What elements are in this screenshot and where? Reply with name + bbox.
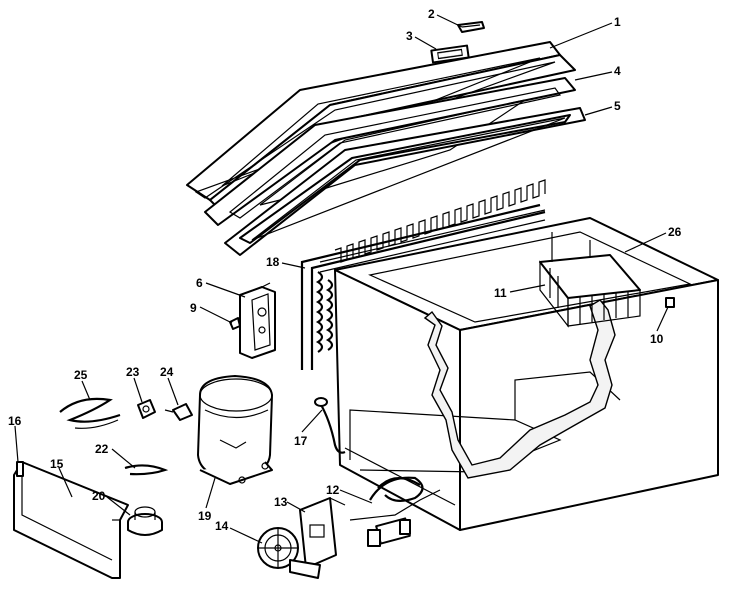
label-10: 10 bbox=[650, 332, 664, 346]
label-16: 16 bbox=[8, 414, 22, 428]
label-22: 22 bbox=[95, 442, 109, 456]
thermostat-part bbox=[239, 282, 276, 359]
basket-part bbox=[539, 232, 641, 328]
label-19: 19 bbox=[198, 509, 212, 523]
label-12: 12 bbox=[326, 483, 340, 497]
drain-plug-part bbox=[665, 297, 675, 308]
grommet-part bbox=[127, 506, 163, 536]
cabinet-part bbox=[334, 217, 719, 531]
evaporator-tubing-part bbox=[349, 476, 441, 547]
label-17: 17 bbox=[294, 434, 308, 448]
overload-part bbox=[137, 399, 156, 419]
condenser-coil-part bbox=[300, 179, 546, 370]
label-2: 2 bbox=[428, 7, 435, 21]
label-23: 23 bbox=[126, 365, 140, 379]
screw-part bbox=[229, 317, 241, 330]
label-13: 13 bbox=[274, 495, 288, 509]
label-20: 20 bbox=[92, 489, 106, 503]
handle-part bbox=[457, 21, 485, 33]
wire-harness-part bbox=[59, 397, 121, 429]
access-panel-part bbox=[13, 461, 129, 579]
label-4: 4 bbox=[614, 64, 621, 78]
label-6: 6 bbox=[196, 276, 203, 290]
fan-bracket-part bbox=[299, 497, 346, 569]
lid-part bbox=[186, 41, 576, 213]
label-24: 24 bbox=[160, 365, 174, 379]
label-1: 1 bbox=[614, 15, 621, 29]
label-3: 3 bbox=[406, 29, 413, 43]
handle-bezel-part bbox=[430, 44, 470, 64]
label-26: 26 bbox=[668, 225, 682, 239]
power-cord-part bbox=[124, 464, 169, 476]
door-gasket-part bbox=[224, 107, 586, 256]
label-25: 25 bbox=[74, 368, 88, 382]
fan-blade-part bbox=[257, 527, 321, 579]
label-11: 11 bbox=[494, 286, 507, 300]
label-5: 5 bbox=[614, 99, 621, 113]
part-labels: 1 2 3 4 5 6 9 10 11 12 13 14 15 16 17 18… bbox=[8, 7, 682, 533]
label-18: 18 bbox=[266, 255, 280, 269]
label-14: 14 bbox=[215, 519, 229, 533]
label-15: 15 bbox=[50, 457, 64, 471]
compressor-part bbox=[197, 375, 273, 485]
label-9: 9 bbox=[190, 301, 197, 315]
panel-clip-part bbox=[16, 461, 24, 477]
leader-lines bbox=[14, 14, 669, 544]
relay-part bbox=[164, 403, 193, 421]
drain-tube-part bbox=[314, 397, 346, 454]
